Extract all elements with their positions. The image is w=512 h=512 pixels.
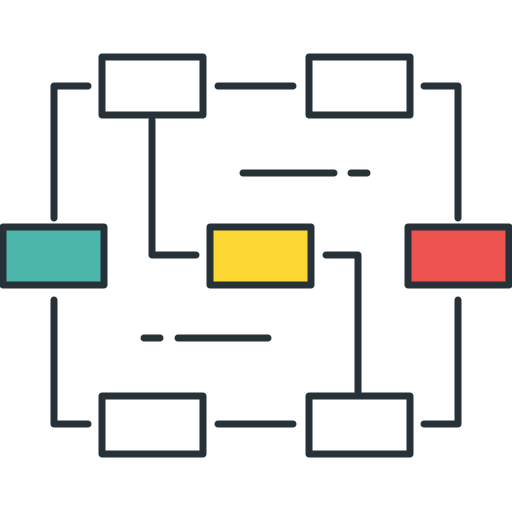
connector-top-right-to-middle-right [420,82,462,222]
node-top-left [98,53,207,119]
connector-top-left-to-middle-center [148,116,200,259]
connector-middle-center-to-bottom-right [322,251,362,396]
connector-middle-left-to-bottom-left [50,296,92,428]
connector-top-left-to-middle-left [50,82,92,222]
nodes [0,53,512,458]
node-bottom-left [98,392,207,458]
connectors [50,82,462,428]
placeholder-text-lines [140,169,371,342]
node-middle-center [206,223,315,289]
node-top-right [305,53,414,119]
node-bottom-right [305,392,414,458]
node-middle-right [404,223,512,289]
connector-middle-right-to-bottom-right [420,296,462,428]
node-middle-left [0,223,108,289]
